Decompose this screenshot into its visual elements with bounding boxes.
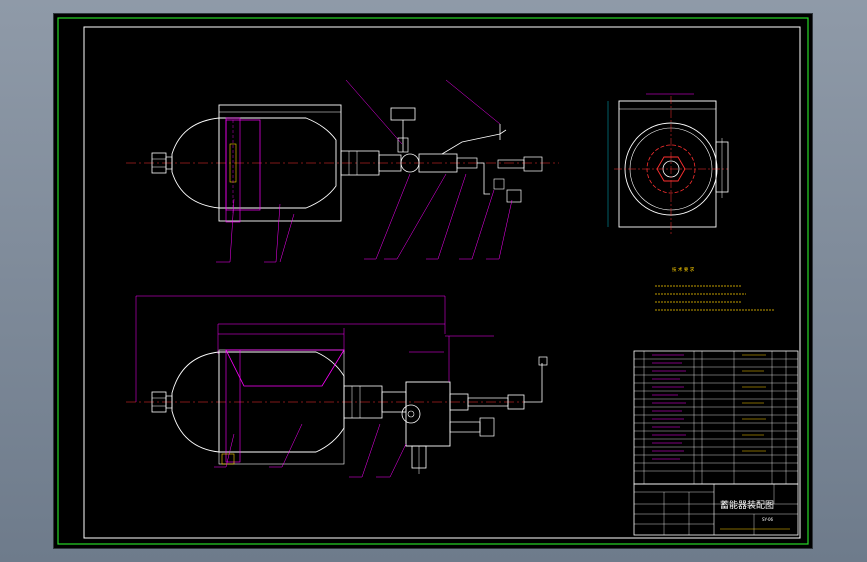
parts-list-table — [633, 350, 799, 485]
drawing-title: 蓄能器装配图 — [720, 499, 774, 511]
drawing-number: SY-06 — [762, 517, 773, 522]
bottom-section-view — [126, 295, 548, 478]
top-cylinder-body — [219, 117, 337, 209]
bottom-pressure-gauge — [401, 404, 421, 424]
top-front-view — [126, 79, 559, 263]
top-pressure-gauge — [390, 107, 416, 121]
side-view-frame — [618, 100, 717, 228]
bottom-view-leaders — [214, 336, 450, 478]
top-elbow-pipe — [477, 162, 490, 195]
cad-drawing-canvas: 技 术 要 求 — [57, 17, 809, 545]
bottom-crank-handle — [524, 363, 543, 403]
outer-border — [57, 17, 809, 545]
side-view — [607, 93, 729, 234]
technical-notes: 技 术 要 求 — [655, 266, 774, 311]
inner-border — [83, 26, 801, 539]
top-view-leaders — [216, 79, 513, 263]
notes-title: 技 术 要 求 — [672, 266, 695, 273]
top-valve-handle — [441, 129, 507, 155]
bottom-valve-block — [405, 381, 451, 447]
drawing-sheet: 技 术 要 求 — [54, 14, 812, 548]
bottom-bladder-outline — [225, 349, 345, 387]
top-inner-bladder — [225, 119, 261, 211]
title-block: 蓄能器装配图 SY-06 — [633, 483, 799, 536]
